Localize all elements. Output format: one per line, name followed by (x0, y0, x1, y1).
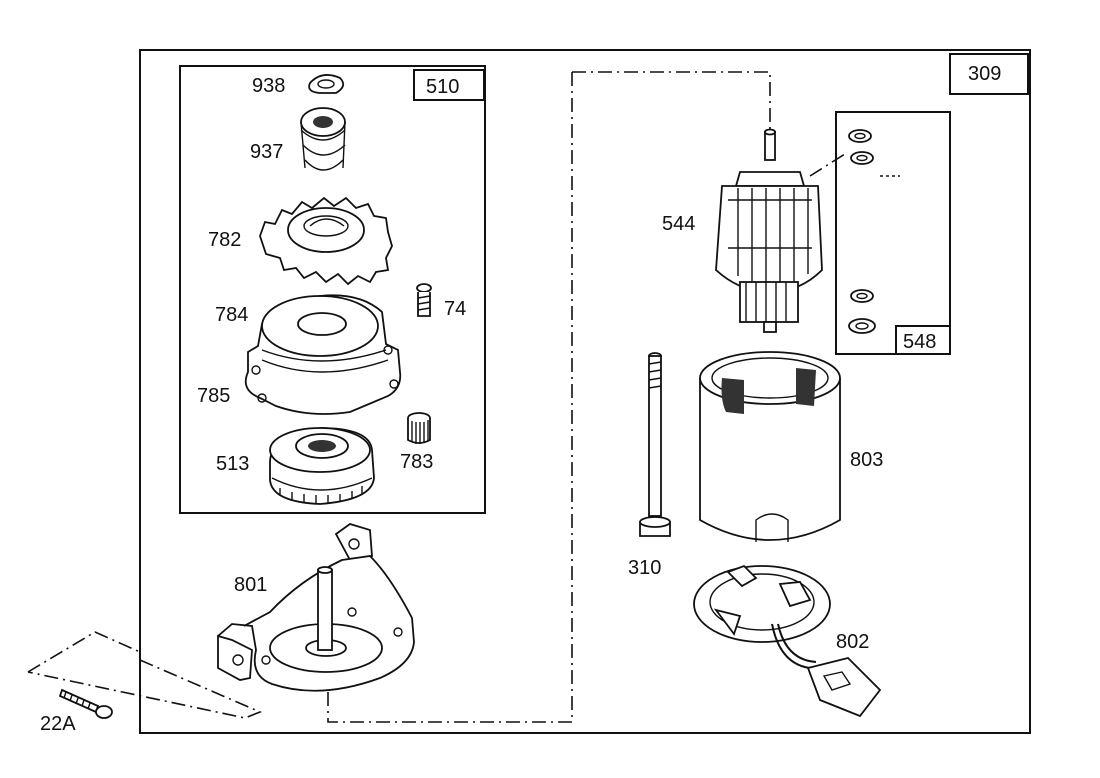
assembly-number-box (949, 53, 1029, 95)
part-label-74: 74 (444, 298, 466, 320)
part-label-802: 802 (836, 631, 869, 653)
drive-end-housing-801 (217, 523, 415, 692)
pinion-gear-782 (259, 196, 393, 286)
part-label-803: 803 (850, 449, 883, 471)
motor-housing-803 (699, 351, 841, 542)
through-screw-22a (58, 688, 113, 719)
part-label-310: 310 (628, 557, 661, 579)
clutch-assembly-513 (269, 427, 375, 505)
leader-line-screw (27, 631, 263, 719)
part-label-801: 801 (234, 574, 267, 596)
hardware-number-label: 548 (903, 331, 936, 353)
drive-number-label: 510 (426, 76, 459, 98)
spring-937 (300, 107, 346, 171)
part-label-783: 783 (400, 451, 433, 473)
part-label-544: 544 (662, 213, 695, 235)
part-label-785: 785 (197, 385, 230, 407)
through-bolt-310 (639, 352, 671, 537)
armature-544 (715, 128, 823, 333)
washer-kit-548 (809, 129, 900, 334)
leader-line-left (327, 72, 573, 723)
drive-cap-784 (244, 294, 402, 415)
part-label-513: 513 (216, 453, 249, 475)
hardware-number-box (895, 325, 951, 355)
part-label-784: 784 (215, 304, 248, 326)
hardware-kit-box (835, 111, 951, 355)
part-label-937: 937 (250, 141, 283, 163)
small-pinion-783 (407, 412, 431, 444)
assembly-frame (139, 49, 1031, 734)
drive-number-box (413, 69, 485, 101)
part-label-938: 938 (252, 75, 285, 97)
leader-line-armature (572, 71, 771, 130)
screw-74 (416, 283, 432, 317)
assembly-number-label: 309 (968, 63, 1001, 85)
part-label-782: 782 (208, 229, 241, 251)
brush-plate-802 (693, 564, 882, 718)
part-label-22a: 22A (40, 713, 76, 735)
retaining-ring-938 (308, 74, 345, 94)
drive-assembly-box (179, 65, 486, 514)
